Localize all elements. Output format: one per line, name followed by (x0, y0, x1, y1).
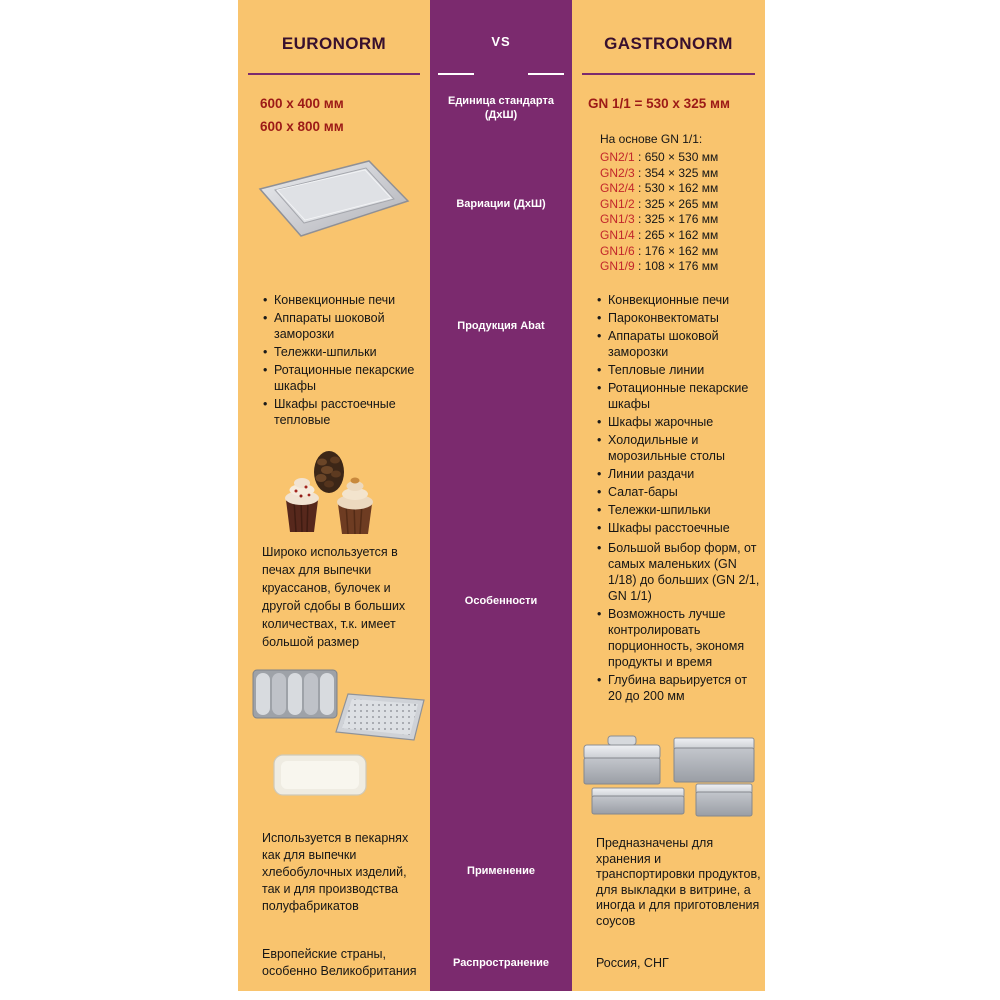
vs-divider-right (528, 73, 564, 75)
list-item: Аппараты шоковой заморозки (596, 328, 763, 360)
size-line-2: 600 x 800 мм (260, 119, 344, 134)
list-item: Тележки-шпильки (262, 344, 426, 360)
gastronorm-column: GASTRONORM GN 1/1 = 530 x 325 мм На осно… (572, 0, 765, 991)
cupcakes-icon (285, 451, 373, 535)
gn-code: GN2/4 (600, 181, 635, 196)
gastronorm-features-list: Большой выбор форм, от самых маленьких (… (596, 540, 763, 706)
list-item: GN2/4 : 530 × 162 мм (600, 181, 719, 196)
gn-code: GN1/9 (600, 259, 635, 274)
euronorm-column: EURONORM 600 x 400 мм 600 x 800 мм Конве… (238, 0, 430, 991)
list-item: Салат-бары (596, 484, 763, 500)
gn-code: GN1/3 (600, 212, 635, 227)
list-item: GN1/2 : 325 × 265 мм (600, 196, 719, 211)
label-variations: Вариации (ДхШ) (456, 198, 546, 210)
euronorm-title: EURONORM (281, 34, 387, 53)
perforated-tray-icon (334, 690, 428, 744)
euronorm-distribution-text: Европейские страны, особенно Великобрита… (262, 947, 417, 978)
white-tray-icon (272, 752, 368, 798)
label-application: Применение (467, 865, 535, 877)
baking-sheet-image (238, 156, 430, 245)
gn-code: GN1/4 (600, 227, 635, 242)
euronorm-application-text: Используется в пекарнях как для выпечки … (262, 831, 409, 913)
gastronorm-standard-size: GN 1/1 = 530 x 325 мм (588, 96, 730, 111)
gastronorm-products-list: Конвекционные печиПароконвектоматыАппара… (596, 292, 763, 538)
gastronorm-pans-image (576, 724, 765, 825)
list-item: Шкафы расстоечные (596, 520, 763, 536)
list-item: GN2/3 : 354 × 325 мм (600, 165, 719, 180)
gastronorm-distribution-text: Россия, СНГ (596, 956, 669, 970)
list-item: Тепловые линии (596, 362, 763, 378)
list-item: Шкафы расстоечные тепловые (262, 396, 426, 428)
list-item: Конвекционные печи (262, 292, 426, 308)
list-item: Шкафы жарочные (596, 414, 763, 430)
vs-title: VS (491, 34, 511, 49)
list-item: Возможность лучше контролировать порцион… (596, 606, 763, 670)
vs-divider-left (438, 73, 474, 75)
gastronorm-pans-icon (583, 735, 754, 817)
list-item: GN1/4 : 265 × 162 мм (600, 227, 719, 242)
gn-variations-intro: На основе GN 1/1: (600, 132, 703, 146)
gastronorm-title: GASTRONORM (604, 34, 733, 53)
list-item: GN1/9 : 108 × 176 мм (600, 259, 719, 274)
label-standard-unit: Единица стандарта (ДхШ) (447, 95, 554, 121)
list-item: Глубина варьируется от 20 до 200 мм (596, 672, 763, 704)
list-item: Ротационные пекарские шкафы (596, 380, 763, 412)
vs-column: VS Единица стандарта (ДхШ) Вариации (ДхШ… (430, 0, 572, 991)
gn-code: GN2/3 (600, 165, 635, 180)
list-item: GN1/3 : 325 × 176 мм (600, 212, 719, 227)
list-item: Пароконвектоматы (596, 310, 763, 326)
list-item: Конвекционные печи (596, 292, 763, 308)
euronorm-standard-sizes: 600 x 400 мм 600 x 800 мм (260, 92, 344, 138)
list-item: Линии раздачи (596, 466, 763, 482)
gn-code: GN2/1 (600, 150, 635, 164)
label-features: Особенности (464, 595, 538, 607)
size-line-1: 600 x 400 мм (260, 96, 344, 111)
baguette-tray-icon (250, 668, 340, 720)
list-item: GN2/1 : 650 × 530 мм (600, 150, 719, 164)
gn-code: GN1/2 (600, 196, 635, 211)
label-products: Продукция Abat (457, 320, 545, 332)
list-item: Аппараты шоковой заморозки (262, 310, 426, 342)
euronorm-products-list: Конвекционные печиАппараты шоковой замор… (262, 292, 426, 430)
baking-sheet-icon (258, 160, 410, 237)
cupcakes-image (272, 444, 384, 541)
gastronorm-underline (582, 73, 755, 75)
list-item: Тележки-шпильки (596, 502, 763, 518)
euronorm-trays-image (238, 662, 430, 802)
euronorm-features-text: Широко используется в печах для выпечки … (262, 545, 406, 649)
euronorm-underline (248, 73, 420, 75)
gn-code: GN1/6 (600, 243, 635, 258)
list-item: Большой выбор форм, от самых маленьких (… (596, 540, 763, 604)
list-item: GN1/6 : 176 × 162 мм (600, 243, 719, 258)
gastronorm-application-text: Предназначены для хранения и транспортир… (596, 836, 761, 928)
label-distribution: Распространение (453, 957, 549, 969)
list-item: Ротационные пекарские шкафы (262, 362, 426, 394)
list-item: Холодильные и морозильные столы (596, 432, 763, 464)
